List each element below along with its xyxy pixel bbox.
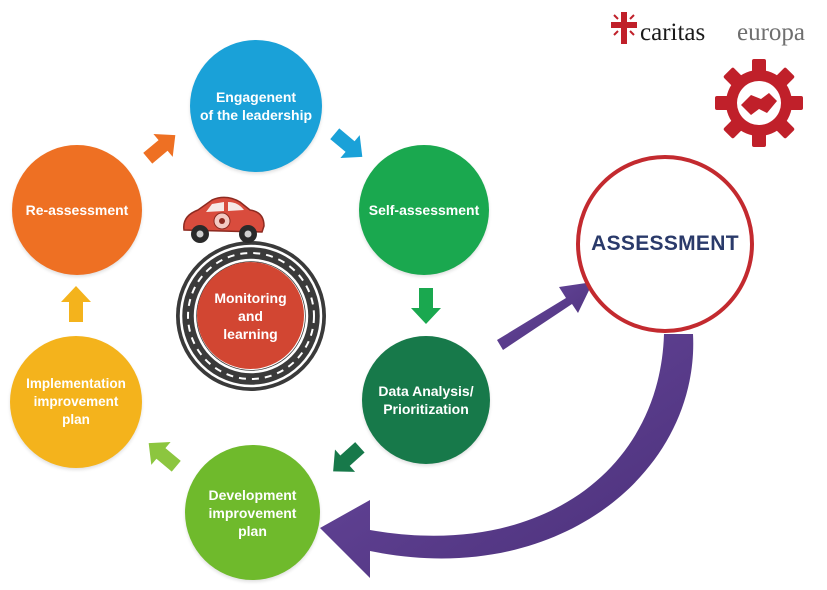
step-implementation-circle: Implementation improvement plan	[10, 336, 142, 468]
assessment-ring: ASSESSMENT	[576, 155, 754, 333]
car-icon	[183, 196, 265, 243]
gear-handshake-icon	[715, 59, 803, 147]
cross-flame-icon	[611, 12, 637, 44]
step-data-analysis-circle: Data Analysis/ Prioritization	[362, 336, 490, 464]
step-development-circle: Development improvement plan	[185, 445, 320, 580]
step-engagement-label: Engagenent of the leadership	[199, 89, 313, 123]
step-reassessment-circle: Re-assessment	[12, 145, 142, 275]
arrow-reassess-to-engage	[143, 133, 176, 164]
assessment-label: ASSESSMENT	[591, 232, 739, 255]
center-monitoring-circle: Monitoring and learning	[197, 262, 304, 369]
arrow-engage-to-self	[330, 128, 363, 159]
caritas-europa-logo: caritas europa	[611, 8, 821, 48]
step-implementation-label: Implementation improvement plan	[26, 376, 126, 427]
logo-brand-word: caritas	[640, 19, 706, 46]
arrow-dev-to-impl	[148, 441, 181, 472]
arrow-self-to-data	[411, 288, 441, 324]
step-self-assessment-label: Self-assessment	[368, 202, 480, 218]
logo-region-word: europa	[737, 19, 806, 46]
arrow-to-assessment	[497, 282, 593, 350]
step-self-assessment-circle: Self-assessment	[359, 145, 489, 275]
center-monitoring-label: Monitoring and learning	[214, 289, 287, 342]
step-reassessment-label: Re-assessment	[25, 202, 129, 218]
step-engagement-circle: Engagenent of the leadership	[190, 40, 322, 172]
arrow-impl-to-reassess	[61, 286, 91, 322]
big-return-arrow	[320, 334, 694, 578]
step-development-label: Development improvement plan	[208, 486, 297, 539]
arrow-data-to-dev	[333, 442, 365, 472]
step-data-analysis-label: Data Analysis/ Prioritization	[378, 383, 474, 417]
